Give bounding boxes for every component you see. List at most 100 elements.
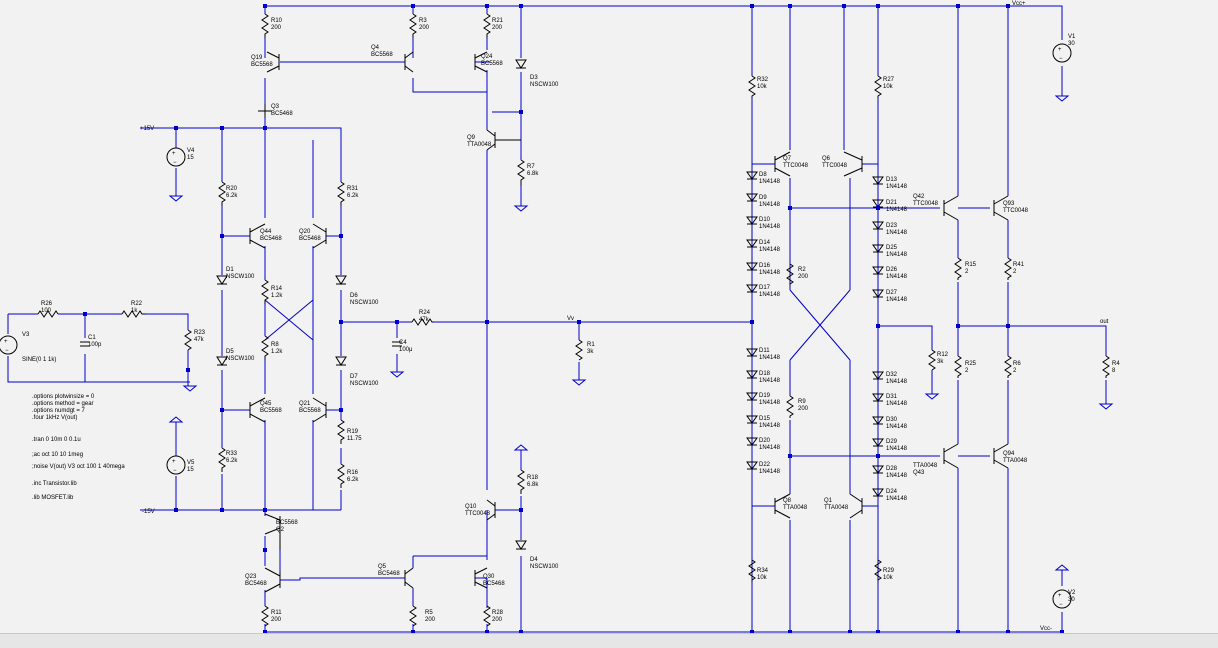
component-label-r3[interactable]: R3 [419,18,427,24]
component-label-d14-value[interactable]: 1N4148 [759,247,781,253]
component-label-r21-value[interactable]: 200 [492,25,503,31]
net-label-vcc-pos[interactable]: Vcc+ [1012,1,1026,7]
component-label-r1[interactable]: R1 [587,342,595,348]
component-label-d18-value[interactable]: 1N4148 [759,378,781,384]
component-label-r9[interactable]: R9 [798,399,806,405]
component-label-q2[interactable]: BC5568 [276,520,298,526]
component-label-d5[interactable]: D5 [226,349,234,355]
component-label-d31[interactable]: D31 [886,394,898,400]
spice-directive-9[interactable]: .lib MOSFET.lib [32,495,74,501]
component-label-d9[interactable]: D9 [759,195,767,201]
component-label-r27[interactable]: R27 [883,77,895,83]
component-label-v4[interactable]: V4 [187,148,195,154]
component-label-d3[interactable]: D3 [530,75,538,81]
component-label-q20-value[interactable]: BC5468 [299,236,321,242]
component-label-d15-value[interactable]: 1N4148 [759,423,781,429]
component-label-r4-value[interactable]: 8 [1112,368,1116,374]
component-label-r12-value[interactable]: 3k [937,359,944,365]
component-label-q5-value[interactable]: BC5468 [378,571,400,577]
component-label-q20[interactable]: Q20 [299,229,311,235]
component-label-q30-value[interactable]: BC5468 [483,581,505,587]
component-label-r3-value[interactable]: 200 [419,25,430,31]
component-label-q8-value[interactable]: TTA0048 [783,505,808,511]
component-label-q94[interactable]: Q94 [1003,451,1015,457]
component-label-q10[interactable]: Q10 [465,504,477,510]
component-label-d27-value[interactable]: 1N4148 [886,297,908,303]
component-label-r2-value[interactable]: 200 [798,274,809,280]
component-label-d9-value[interactable]: 1N4148 [759,202,781,208]
net-label-neg15[interactable]: -15V [142,509,155,515]
component-label-r7[interactable]: R7 [527,164,535,170]
component-label-q21-value[interactable]: BC5568 [299,408,321,414]
component-label-d11[interactable]: D11 [759,348,770,354]
component-label-d28[interactable]: D28 [886,466,898,472]
component-label-r18-value[interactable]: 6.8k [527,482,539,488]
component-label-d21-value[interactable]: 1N4148 [886,207,908,213]
component-label-r14[interactable]: R14 [271,286,283,292]
component-label-d24-value[interactable]: 1N4148 [886,496,908,502]
component-label-r26[interactable]: R26 [41,301,53,307]
component-label-r34-value[interactable]: 10k [757,575,768,581]
component-label-q19[interactable]: Q19 [251,55,263,61]
component-label-d20-value[interactable]: 1N4148 [759,445,781,451]
component-label-d30[interactable]: D30 [886,417,898,423]
spice-directive-1[interactable]: .options plotwinsize = 0 [32,394,95,400]
component-label-r7-value[interactable]: 6.8k [527,171,539,177]
component-label-c4[interactable]: C4 [399,340,407,346]
component-label-r12[interactable]: R12 [937,352,949,358]
component-label-q5[interactable]: Q5 [378,564,387,570]
component-label-q21[interactable]: Q21 [299,401,311,407]
component-label-r20-value[interactable]: 6.2k [226,193,238,199]
component-label-c1-value[interactable]: 100p [88,342,102,348]
component-label-d7[interactable]: D7 [350,374,358,380]
component-label-q6-value[interactable]: TTC0048 [822,163,848,169]
component-label-r28[interactable]: R28 [492,610,504,616]
component-label-r10[interactable]: R10 [271,18,283,24]
component-label-r28-value[interactable]: 200 [492,617,503,623]
component-label-q3-value[interactable]: BC5468 [271,111,293,117]
component-label-d32-value[interactable]: 1N4148 [886,379,908,385]
component-label-r19[interactable]: R19 [347,429,359,435]
component-label-q43-value[interactable]: Q43 [913,470,925,476]
component-label-d32[interactable]: D32 [886,372,898,378]
component-label-d22-value[interactable]: 1N4148 [759,469,781,475]
component-label-d26-value[interactable]: 1N4148 [886,274,908,280]
spice-directive-2[interactable]: .options method = gear [32,401,94,407]
component-label-q23-value[interactable]: BC5468 [245,581,267,587]
component-label-r32-value[interactable]: 10k [757,84,768,90]
component-label-r15[interactable]: R15 [965,262,977,268]
component-label-q9-value[interactable]: TTA0048 [467,142,492,148]
component-label-r22-value[interactable]: 1k [131,308,138,314]
component-label-r29[interactable]: R29 [883,568,895,574]
component-label-d17-value[interactable]: 1N4148 [759,292,781,298]
component-label-d29-value[interactable]: 1N4148 [886,446,908,452]
component-label-d6[interactable]: D6 [350,293,358,299]
component-label-d19-value[interactable]: 1N4148 [759,400,781,406]
component-label-r15-value[interactable]: 2 [965,269,969,275]
component-label-r26-value[interactable]: 100 [41,308,52,314]
component-label-d19[interactable]: D19 [759,393,771,399]
component-label-r41-value[interactable]: 2 [1013,269,1017,275]
component-label-d24[interactable]: D24 [886,489,898,495]
component-label-q42[interactable]: Q42 [913,194,925,200]
component-label-r18[interactable]: R18 [527,475,539,481]
component-label-q1[interactable]: Q1 [824,498,833,504]
component-label-d26[interactable]: D26 [886,267,898,273]
component-label-q4[interactable]: Q4 [371,45,380,51]
component-label-r11[interactable]: R11 [271,610,282,616]
source-value-v3[interactable]: SINE(0 1 1k) [22,357,56,363]
component-label-d13[interactable]: D13 [886,177,898,183]
component-label-d23-value[interactable]: 1N4148 [886,230,908,236]
component-label-v1-value[interactable]: 30 [1068,41,1075,47]
component-label-d13-value[interactable]: 1N4148 [886,184,908,190]
component-label-d11-value[interactable]: 1N4148 [759,355,781,361]
net-label-vv[interactable]: Vv [567,316,574,322]
spice-directive-4[interactable]: .four 1kHz V(out) [32,415,77,421]
component-label-r1-value[interactable]: 3k [587,349,594,355]
component-label-r31[interactable]: R31 [347,186,359,192]
component-label-d16-value[interactable]: 1N4148 [759,270,781,276]
component-label-r31-value[interactable]: 6.2k [347,193,359,199]
component-label-q19-value[interactable]: BC5568 [251,62,273,68]
component-label-r33[interactable]: R33 [226,451,238,457]
